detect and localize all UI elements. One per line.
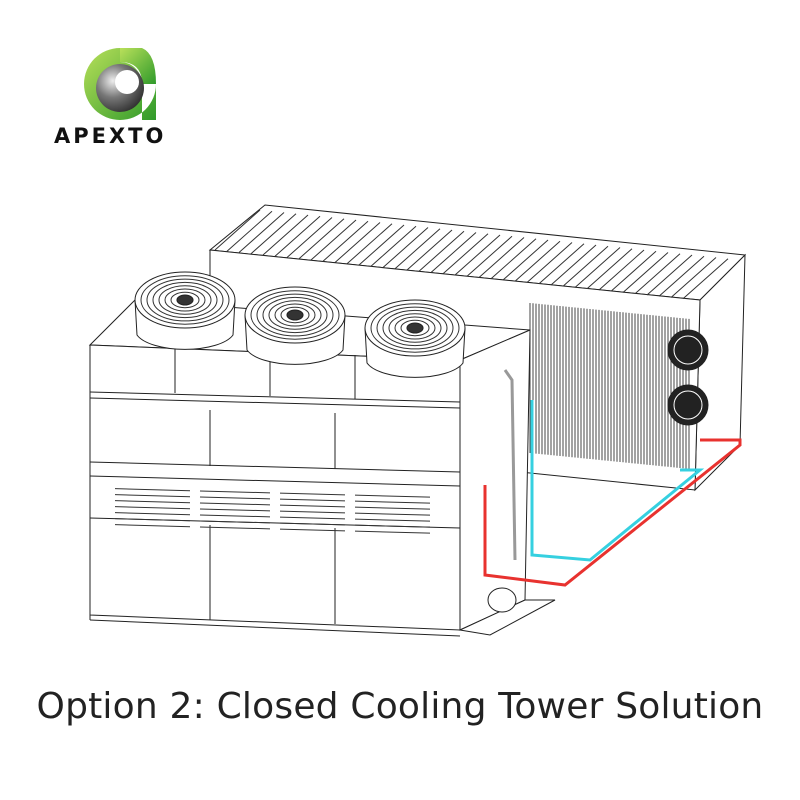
louver-slat [114, 524, 191, 528]
caption: Option 2: Closed Cooling Tower Solution [36, 686, 764, 727]
louver-slat [279, 504, 346, 508]
roof-rib [382, 227, 429, 268]
roof-rib [574, 247, 621, 288]
roof-rib [334, 222, 381, 263]
roof-rib [310, 219, 357, 261]
roof-rib [670, 257, 717, 298]
louver-slat [354, 524, 431, 528]
louver-slat [354, 506, 431, 510]
roof-rib [250, 213, 297, 255]
roof-rib [478, 237, 525, 278]
louver-slat [279, 510, 346, 514]
pipework [483, 369, 742, 587]
roof-rib [238, 212, 285, 253]
roof-rib [358, 224, 405, 266]
roof-rib [370, 225, 417, 267]
roof-rib [598, 249, 645, 291]
roof-rib [322, 220, 369, 262]
roof-rib [622, 252, 669, 293]
roof-rib [274, 215, 321, 257]
roof-rib [442, 233, 489, 275]
roof-rib [502, 239, 549, 281]
roof-rib [646, 254, 693, 296]
roof-rib [466, 235, 513, 277]
roof-rib [226, 210, 273, 252]
roof-rib [214, 209, 261, 251]
louver-slat [354, 500, 431, 504]
roof-rib [538, 243, 585, 285]
roof-rib [430, 232, 477, 273]
roof-rib [586, 248, 633, 290]
louver-slat [354, 518, 431, 522]
louver-slat [199, 526, 271, 530]
roof-rib [454, 234, 501, 276]
louver-slat [279, 498, 346, 502]
brand-name: APEXTO [54, 124, 167, 148]
roof-rib [550, 244, 597, 286]
roof-rib [514, 240, 561, 282]
louver-slat [114, 500, 191, 504]
roof-rib [634, 253, 681, 295]
louver-slat [199, 520, 271, 524]
louver-slat [199, 514, 271, 518]
fan-icon [244, 286, 346, 365]
apexto-logo-icon [84, 48, 156, 120]
roof-rib [658, 255, 705, 297]
fan-icon [364, 299, 466, 378]
louver-slat [354, 530, 431, 534]
roof-rib [418, 230, 465, 272]
louver-slat [199, 490, 271, 494]
louver-slat [199, 496, 271, 500]
louver-slat [279, 492, 346, 496]
roof-rib [490, 238, 537, 280]
roof-rib [262, 214, 309, 256]
roof-rib [610, 250, 657, 292]
fan-icon [134, 271, 236, 350]
roof-rib [298, 218, 345, 260]
louver-slat [114, 518, 191, 522]
louver-slat [279, 528, 346, 532]
roof-rib [346, 223, 393, 265]
roof-rib [286, 217, 333, 258]
closed-cooling-tower [88, 271, 556, 637]
louver-slat [279, 516, 346, 520]
louver-slat [114, 494, 191, 498]
louver-slat [114, 512, 191, 516]
roof-rib [406, 229, 453, 271]
louver-slat [114, 488, 191, 492]
louver-slat [199, 502, 271, 506]
roof-rib [682, 258, 729, 300]
louver-slat [354, 512, 431, 516]
roof-rib [394, 228, 441, 270]
louver-slat [114, 506, 191, 510]
louver-slat [354, 494, 431, 498]
louver-slat [199, 508, 271, 512]
roof-rib [526, 242, 573, 283]
louver-slat [279, 522, 346, 526]
roof-rib [562, 245, 609, 287]
